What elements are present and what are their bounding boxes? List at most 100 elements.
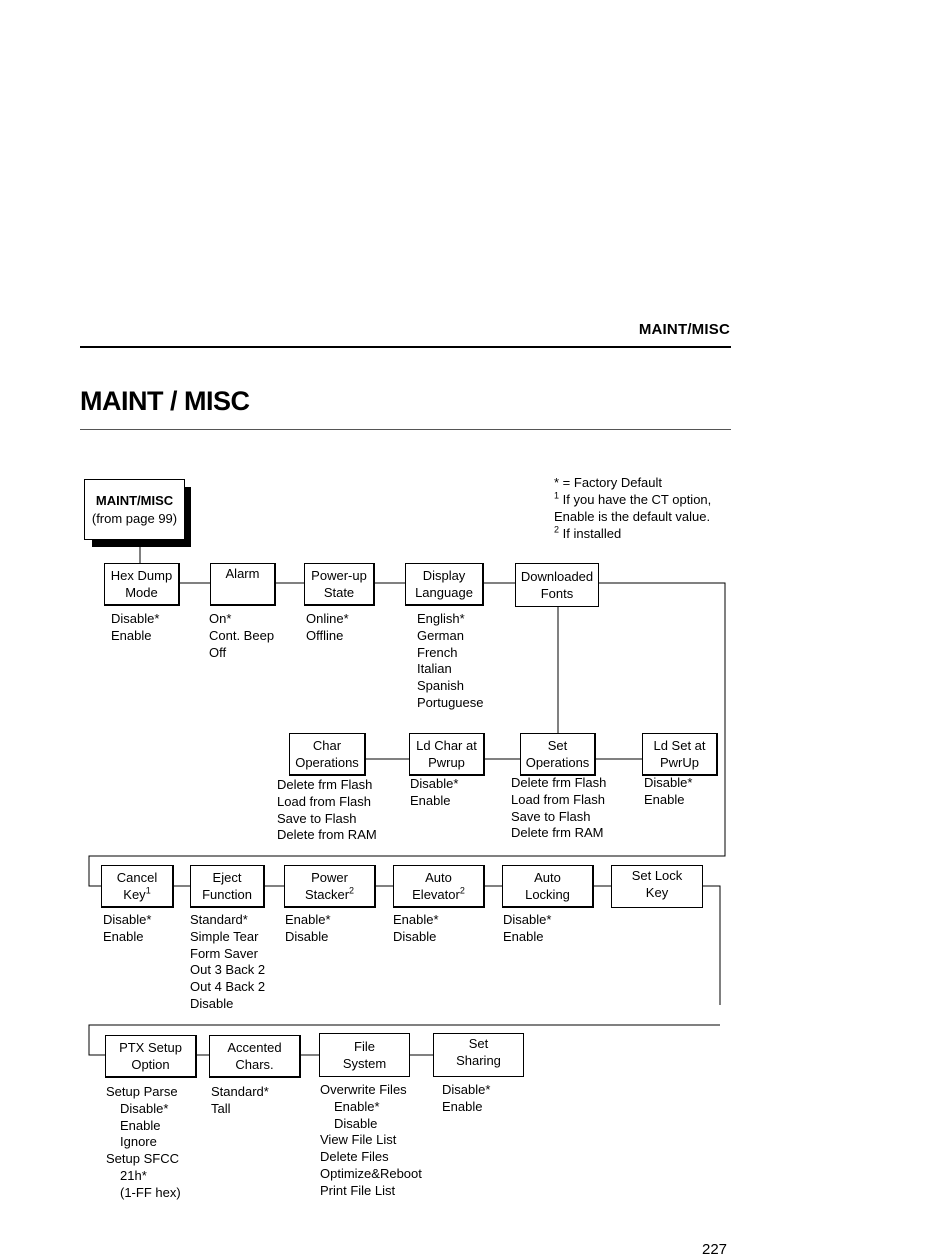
box-ld-char-at-pwrup-label: Ld Char at Pwrup: [416, 738, 477, 770]
box-set-sharing: Set Sharing: [433, 1033, 524, 1077]
option: Delete Files: [320, 1149, 389, 1165]
root-subtitle: (from page 99): [91, 510, 178, 526]
box-accented-chars: Accented Chars.: [209, 1035, 301, 1078]
option: Enable: [644, 791, 685, 807]
box-cancel-key-label: Cancel Key1: [117, 869, 157, 903]
option: 21h*: [120, 1167, 147, 1183]
option: Enable: [120, 1117, 161, 1133]
option: (1-FF hex): [120, 1184, 181, 1200]
option: Form Saver: [190, 945, 258, 961]
option: Disable*: [410, 776, 459, 791]
option: Off: [209, 644, 227, 660]
option: Save to Flash: [511, 808, 591, 824]
box-auto-locking-label: Auto Locking: [525, 870, 570, 902]
option: French: [417, 644, 458, 660]
option: Setup SFCC: [106, 1151, 179, 1167]
options-ptx-setup-option: Setup Parse Disable* Enable Ignore Setup…: [106, 1084, 181, 1202]
options-set-sharing: Disable* Enable: [442, 1082, 490, 1116]
option: Out 3 Back 2: [190, 962, 266, 978]
title-rule: [80, 429, 731, 430]
option: Tall: [211, 1100, 231, 1116]
option: Disable*: [111, 611, 160, 626]
options-char-operations: Delete frm Flash Load from Flash Save to…: [277, 777, 377, 844]
box-alarm: Alarm: [210, 563, 276, 606]
options-display-language: English* German French Italian Spanish P…: [417, 611, 484, 712]
page-title: MAINT / MISC: [80, 386, 250, 416]
options-power-stacker: Enable* Disable: [285, 912, 331, 946]
option: German: [417, 627, 464, 643]
options-power-up-state: Online* Offline: [306, 611, 349, 645]
options-set-operations: Delete frm Flash Load from Flash Save to…: [511, 775, 606, 842]
box-downloaded-fonts: Downloaded Fonts: [515, 563, 599, 607]
legend-factory-default: * = Factory Default: [554, 475, 663, 490]
options-ld-set-at-pwrup: Disable* Enable: [644, 775, 692, 809]
option: Disable: [393, 928, 437, 944]
options-accented-chars: Standard* Tall: [211, 1084, 269, 1118]
option: Enable: [111, 627, 152, 643]
box-file-system: File System: [319, 1033, 410, 1077]
option: Portuguese: [417, 694, 484, 710]
option: Standard*: [190, 912, 248, 927]
box-char-operations-label: Char Operations: [295, 738, 359, 770]
box-downloaded-fonts-label: Downloaded Fonts: [520, 569, 594, 601]
option: Disable: [334, 1115, 378, 1131]
option: English*: [417, 611, 465, 626]
options-hex-dump-mode: Disable* Enable: [111, 611, 159, 645]
box-cancel-key: Cancel Key1: [101, 865, 174, 908]
box-set-lock-key-label: Set Lock Key: [631, 868, 683, 900]
header-rule: [80, 346, 731, 348]
option: Disable*: [503, 912, 552, 927]
option: Disable: [190, 995, 234, 1011]
option: Enable: [442, 1098, 483, 1114]
box-set-sharing-label: Set Sharing: [456, 1036, 501, 1068]
option: On*: [209, 611, 232, 626]
option: Delete frm Flash: [277, 777, 373, 792]
box-display-language: Display Language: [405, 563, 484, 606]
legend-note-2-text: If installed: [562, 526, 622, 541]
root-title: MAINT/MISC: [95, 492, 174, 508]
option: Enable: [503, 928, 544, 944]
option: Disable: [285, 928, 329, 944]
options-alarm: On* Cont. Beep Off: [209, 611, 274, 661]
page-number: 227: [702, 1241, 728, 1258]
box-auto-elevator: Auto Elevator2: [393, 865, 485, 908]
option: Enable: [103, 928, 144, 944]
box-set-operations: Set Operations: [520, 733, 596, 776]
option: Out 4 Back 2: [190, 979, 266, 995]
options-auto-elevator: Enable* Disable: [393, 912, 439, 946]
box-ld-set-at-pwrup: Ld Set at PwrUp: [642, 733, 718, 776]
options-cancel-key: Disable* Enable: [103, 912, 151, 946]
box-hex-dump-mode: Hex Dump Mode: [104, 563, 180, 606]
box-power-up-state: Power-up State: [304, 563, 375, 606]
box-ptx-setup-option-label: PTX Setup Option: [119, 1040, 182, 1072]
option: Load from Flash: [277, 793, 371, 809]
legend-note-1: 1 If you have the CT option,: [554, 491, 711, 508]
option: Disable*: [103, 912, 152, 927]
option: Delete from RAM: [277, 827, 377, 843]
option: Overwrite Files: [320, 1082, 407, 1097]
option: Enable*: [334, 1098, 380, 1114]
box-eject-function-label: Eject Function: [202, 870, 252, 902]
box-alarm-label: Alarm: [225, 566, 260, 581]
box-hex-dump-mode-label: Hex Dump Mode: [110, 568, 173, 600]
option: Setup Parse: [106, 1084, 178, 1099]
option: View File List: [320, 1132, 397, 1148]
option: Optimize&Reboot: [320, 1165, 422, 1181]
box-cancel-key-text: Cancel Key: [116, 870, 158, 902]
option: Enable*: [393, 912, 439, 927]
box-auto-locking: Auto Locking: [502, 865, 594, 908]
option: Disable*: [644, 775, 693, 790]
option: Standard*: [211, 1084, 269, 1099]
box-cancel-key-note: 1: [145, 885, 151, 896]
option: Online*: [306, 611, 349, 626]
option: Enable*: [285, 912, 331, 927]
options-ld-char-at-pwrup: Disable* Enable: [410, 776, 458, 810]
running-header: MAINT/MISC: [638, 321, 730, 338]
box-set-operations-label: Set Operations: [525, 738, 590, 770]
box-file-system-label: File System: [342, 1039, 387, 1071]
box-auto-elevator-note: 2: [459, 885, 465, 896]
box-power-stacker-note: 2: [349, 885, 355, 896]
box-auto-elevator-text: Auto Elevator: [412, 870, 460, 902]
box-accented-chars-label: Accented Chars.: [227, 1040, 282, 1072]
option: Save to Flash: [277, 810, 357, 826]
